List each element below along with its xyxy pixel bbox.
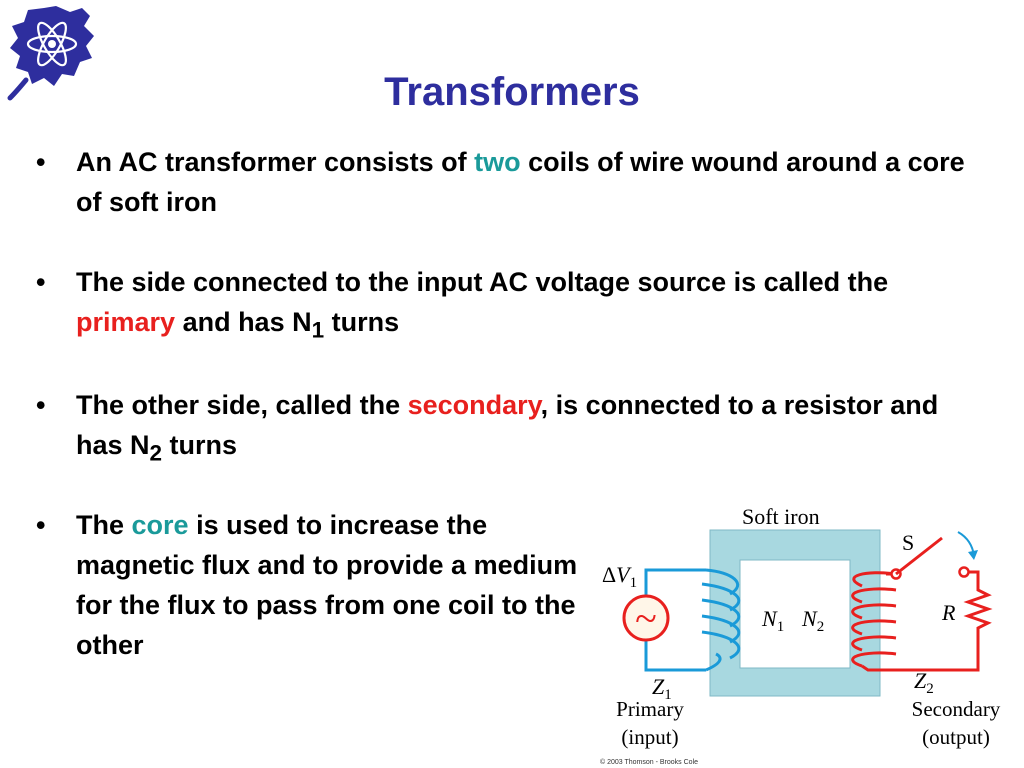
resistor-label: R [941,600,956,625]
ac-source-symbol: ~ [635,596,657,641]
n2-label: N2 [801,606,824,635]
bullet-marker: • [36,147,46,177]
bullet-text: An AC transformer consists of two coils … [76,142,976,222]
secondary-sub-label: (output) [922,725,990,749]
n1-label: N1 [761,606,784,635]
bullet-text-segment: turns [162,430,238,460]
copyright: © 2003 Thomson - Brooks Cole [600,758,698,766]
bullet-text-segment: The other side, called the [76,390,408,420]
switch-terminal-right [958,566,970,578]
core-label: Soft iron [742,504,820,529]
z1-label: Z1 [652,674,672,703]
bullet-text: The side connected to the input AC volta… [76,262,976,350]
atom-horned-lizard-icon [7,6,94,101]
subscript: 2 [149,440,163,466]
highlight-core: core [131,510,189,540]
delta-v1-label: ΔV1 [602,562,637,591]
highlight-primary: primary [76,307,176,337]
page-title: Transformers [384,70,640,114]
bullet-marker: • [36,267,46,297]
primary-label: Primary [616,697,684,721]
transformer-diagram: Soft iron ~ ΔV1 N1 N2 S [600,504,1001,766]
highlight-secondary: secondary [407,390,541,420]
bullet-text-segment: turns [324,307,400,337]
secondary-label: Secondary [912,697,1001,721]
highlight-two: two [474,147,521,177]
switch-label: S [902,530,914,555]
z2-label: Z2 [914,668,934,697]
primary-circuit [644,568,706,672]
switch-lever [895,536,943,576]
bullet-text-segment: The [76,510,132,540]
bullet-marker: • [36,390,46,420]
bullet-text: The other side, called the secondary, is… [76,385,976,473]
subscript: 1 [311,317,325,343]
bullet-text: The core is used to increase the magneti… [76,505,596,665]
bullet-text-segment: coils of wire wound around a core of sof… [76,147,965,217]
bullet-text-segment: and has N [175,307,312,337]
resistor [963,570,993,640]
bullet-marker: • [36,510,46,540]
bullet-text-segment: , is connected to a resistor and has N [76,390,939,460]
ac-source [622,594,670,642]
primary-sub-label: (input) [621,725,678,749]
secondary-coil [851,571,897,668]
bullet-text-segment: An AC transformer consists of [76,147,475,177]
bullet-text-segment: is used to increase the magnetic flux an… [76,510,578,660]
bullet-text-segment: The side connected to the input AC volta… [76,267,889,297]
primary-coil [701,568,741,672]
